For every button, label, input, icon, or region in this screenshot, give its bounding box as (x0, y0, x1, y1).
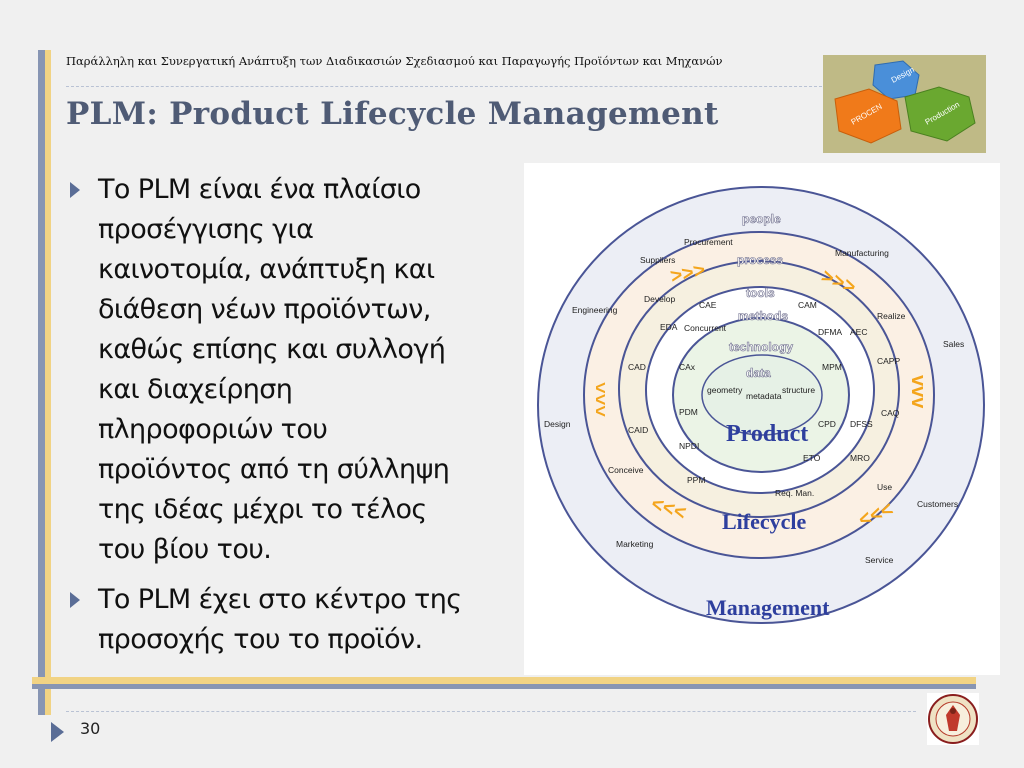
bullet-text: Το PLM είναι ένα πλαίσιο προσέγγισης για… (98, 174, 450, 565)
product-word: Product (726, 421, 808, 447)
caid-label: CAID (628, 425, 648, 435)
tools-label: tools (746, 286, 775, 300)
mro-label: MRO (850, 453, 870, 463)
metadata-label: metadata (746, 391, 782, 401)
service-label: Service (865, 555, 894, 565)
methods-label: methods (738, 309, 788, 323)
conceive-label: Conceive (608, 465, 644, 475)
cam-label: CAM (798, 300, 817, 310)
procen-gear: PROCEN (834, 88, 902, 144)
req-man-label: Req. Man. (775, 488, 814, 498)
left-accent-bar-gold (45, 50, 51, 715)
ppm-label: PPM (687, 475, 705, 485)
bullet-item: Το PLM είναι ένα πλαίσιο προσέγγισης για… (68, 170, 516, 570)
npdi-label: NPDI (679, 441, 699, 451)
eto-label: ETO (803, 453, 821, 463)
production-gear: Production (904, 86, 976, 142)
arrows-down-right: vvv (907, 375, 929, 409)
marketing-label: Marketing (616, 539, 654, 549)
concurrent-label: Concurrent (684, 323, 727, 333)
arrows-up-left: ^^^ (593, 382, 615, 417)
cpd-label: CPD (818, 419, 836, 429)
dfma-label: DFMA (818, 327, 842, 337)
page-number: 30 (80, 719, 101, 738)
mpm-label: MPM (822, 362, 842, 372)
next-slide-arrow-icon[interactable] (51, 722, 64, 742)
gears-logo: Design PROCEN Production (823, 55, 986, 153)
slide-subtitle: Παράλληλη και Συνεργατική Ανάπτυξη των Δ… (66, 54, 723, 68)
ring-core (701, 354, 823, 436)
bullet-text: Το PLM έχει στο κέντρο της προσοχής του … (98, 584, 462, 655)
footer-divider (66, 711, 916, 712)
cax-label: CAx (679, 362, 696, 372)
process-label: process (737, 253, 783, 267)
realize-label: Realize (877, 311, 906, 321)
header-divider (66, 86, 822, 87)
triangle-bullet-icon (70, 592, 80, 608)
plm-diagram: people process tools methods technology … (524, 163, 1000, 675)
left-accent-bar-blue (38, 50, 45, 715)
university-seal (927, 693, 979, 745)
use-label: Use (877, 482, 892, 492)
design-label: Design (544, 419, 571, 429)
cad-label: CAD (628, 362, 646, 372)
eda-label: EDA (660, 322, 678, 332)
technology-label: technology (729, 340, 793, 354)
suppliers-label: Suppliers (640, 255, 675, 265)
bullet-item: Το PLM έχει στο κέντρο της προσοχής του … (68, 580, 516, 660)
bottom-accent-bar-gold (32, 677, 976, 684)
manufacturing-label: Manufacturing (835, 248, 889, 258)
triangle-bullet-icon (70, 182, 80, 198)
aec-label: AEC (850, 327, 867, 337)
caq-label: CAQ (881, 408, 900, 418)
structure-label: structure (782, 385, 815, 395)
pdm-label: PDM (679, 407, 698, 417)
develop-label: Develop (644, 294, 675, 304)
capp-label: CAPP (877, 356, 900, 366)
customers-label: Customers (917, 499, 958, 509)
cae-label: CAE (699, 300, 717, 310)
lifecycle-word: Lifecycle (722, 509, 807, 534)
slide-title: PLM: Product Lifecycle Management (66, 96, 719, 132)
sales-label: Sales (943, 339, 964, 349)
dfss-label: DFSS (850, 419, 873, 429)
management-word: Management (706, 595, 830, 620)
people-label: people (742, 212, 781, 226)
engineering-label: Engineering (572, 305, 618, 315)
data-label: data (746, 366, 771, 380)
bullet-list: Το PLM είναι ένα πλαίσιο προσέγγισης για… (68, 170, 516, 670)
bottom-accent-bar-blue (32, 684, 976, 689)
procurement-label: Procurement (684, 237, 733, 247)
geometry-label: geometry (707, 385, 743, 395)
